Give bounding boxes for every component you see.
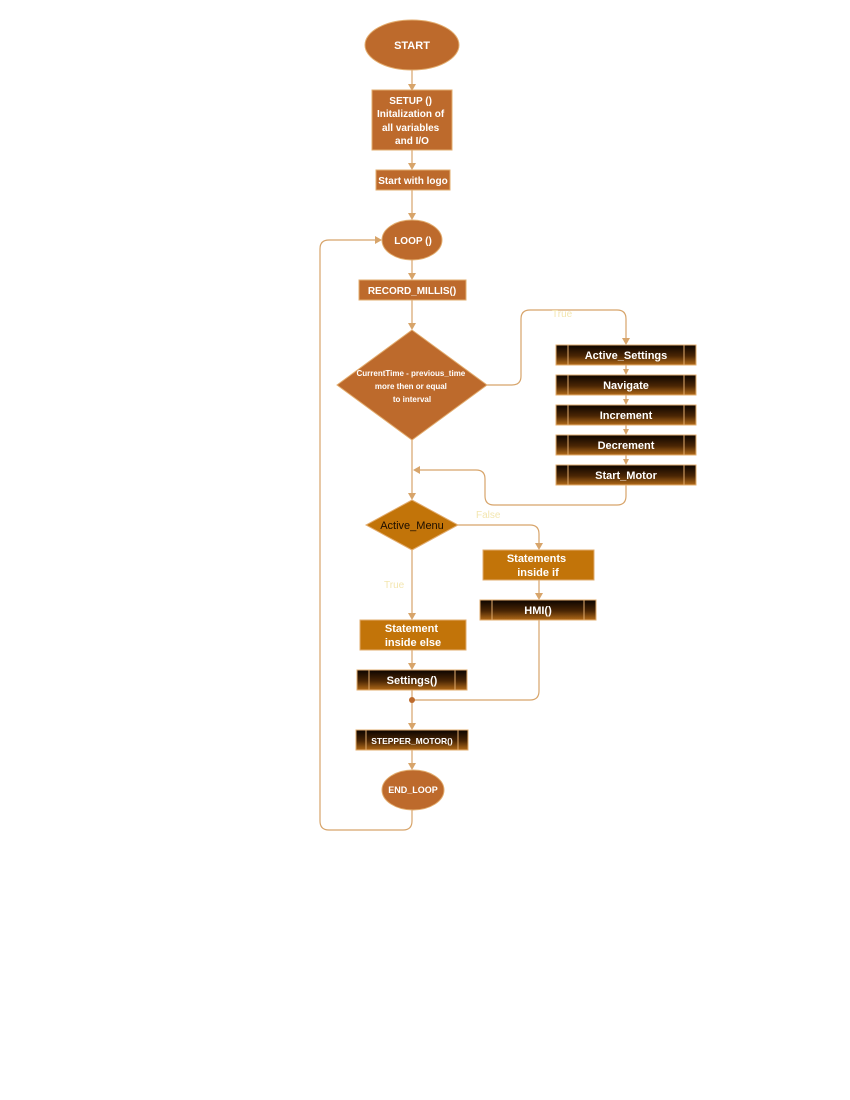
active-menu-label: Active_Menu [380,520,444,532]
arrow-head [408,163,416,170]
connector-condition-true [487,309,627,386]
condition-diamond: CurrentTime - previous_time more then or… [336,329,488,441]
end-loop-label: END_LOOP [388,785,438,795]
increment-label: Increment [600,410,653,422]
connector-loop-return [319,239,413,831]
arrow-head [623,369,629,375]
statements-if-node: Statements inside if [482,549,595,581]
active-settings-label: Active_Settings [585,350,668,362]
merge-junction [409,697,415,703]
statements-if-line: inside if [517,567,559,579]
svg-text:CurrentTime - previous_time: CurrentTime - previous_time more then or… [356,369,467,404]
setup-label-line: Initalization of [377,109,445,120]
condition-label-line: to interval [393,395,431,404]
loop-label: LOOP () [394,236,432,247]
end-loop-node: END_LOOP [381,769,445,811]
arrow-head [413,466,420,474]
branch-label-condition-true: True [552,309,573,320]
condition-label-line: CurrentTime - previous_time [356,369,465,378]
active-menu-diamond: Active_Menu [364,499,460,551]
svg-text:SETUP () Initalization o: SETUP () Initalization of all variables … [377,96,447,147]
svg-text:Statements inside if: Statements inside if [507,553,569,579]
subroutine-settings: Settings() [356,669,468,691]
settings-label: Settings() [387,675,438,687]
navigate-label: Navigate [603,380,649,392]
arrow-head [408,723,416,730]
arrow-head [408,323,416,330]
decrement-label: Decrement [598,440,655,452]
statement-else-line: inside else [385,637,441,649]
subroutine-increment: Increment [555,404,697,426]
start-node: START [364,19,460,71]
stepper-motor-label: STEPPER_MOTOR() [371,736,453,746]
record-millis-node: RECORD_MILLIS() [358,279,467,301]
branch-label-menu-true: True [384,580,405,591]
loop-node: LOOP () [381,219,443,261]
start-logo-label: Start with logo [378,176,447,187]
record-millis-label: RECORD_MILLIS() [368,286,456,297]
subroutine-navigate: Navigate [555,374,697,396]
branch-label-menu-false: False [476,510,501,521]
arrow-head [623,399,629,405]
subroutine-hmi: HMI() [479,599,597,621]
arrow-head [535,543,543,550]
connector-hmi-merge [414,620,540,701]
arrow-head [408,763,416,770]
hmi-label: HMI() [524,605,552,617]
subroutine-active-settings: Active_Settings [555,344,697,366]
arrow-head [375,236,382,244]
condition-label-line: more then or equal [375,382,447,391]
arrow-head [408,213,416,220]
arrow-head [408,493,416,500]
setup-label-line: SETUP () [389,96,432,107]
setup-node: SETUP () Initalization of all variables … [371,89,453,151]
arrow-head [623,459,629,465]
arrow-head [535,593,543,600]
statement-else-node: Statement inside else [359,619,467,651]
subroutine-decrement: Decrement [555,434,697,456]
connector-menu-false [458,524,540,544]
svg-text:Statement inside else: Statement inside else [385,623,441,649]
subroutine-start-motor: Start_Motor [555,464,697,486]
subroutine-stepper-motor: STEPPER_MOTOR() [355,729,469,751]
arrow-head [408,273,416,280]
arrow-head [408,663,416,670]
arrow-head [622,338,630,345]
setup-label-line: all variables [382,123,440,134]
statements-if-line: Statements [507,553,566,565]
start-logo-node: Start with logo [375,169,451,191]
arrow-head [408,613,416,620]
start-label: START [394,40,430,52]
setup-label-line: and I/O [395,136,429,147]
start-motor-label: Start_Motor [595,470,657,482]
connectors [319,70,630,831]
statement-else-line: Statement [385,623,439,635]
arrow-head [623,429,629,435]
connector-motor-return [419,469,627,506]
arrow-head [408,84,416,91]
